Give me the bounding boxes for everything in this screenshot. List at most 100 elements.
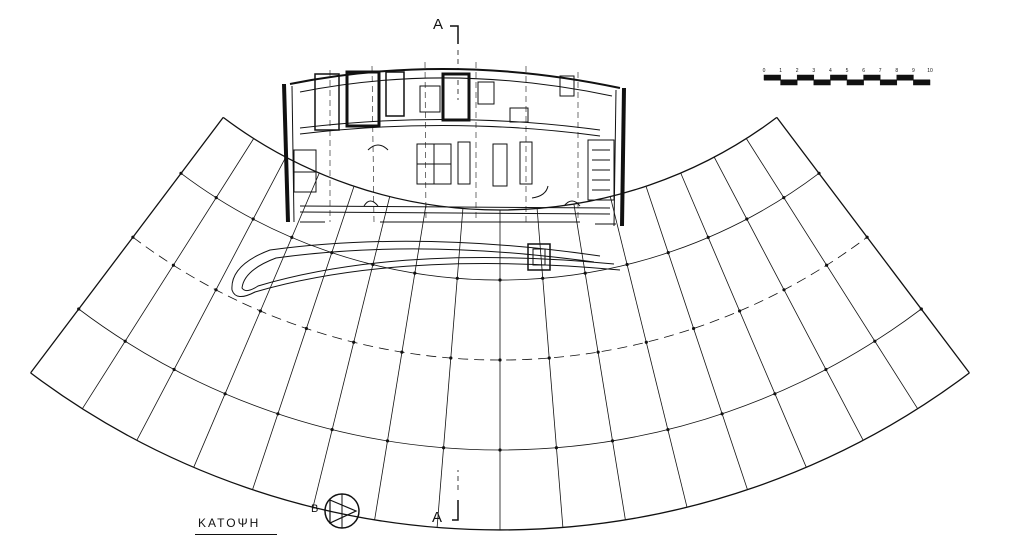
grid-node	[400, 350, 404, 354]
grid-radial	[573, 203, 626, 520]
grid-node	[625, 262, 629, 267]
grid-node	[258, 309, 262, 313]
grid-node	[171, 263, 175, 267]
north-label: B	[311, 503, 320, 515]
title-underline	[195, 534, 277, 535]
grid-node	[692, 326, 696, 331]
scale-tick-label: 3	[812, 68, 815, 74]
grid-node	[773, 392, 777, 396]
grid-node	[123, 339, 127, 343]
grid-node	[541, 276, 545, 280]
grid-radial	[680, 172, 807, 468]
grid-radial	[374, 203, 427, 520]
grid-radial	[312, 196, 391, 508]
grid-radial	[645, 186, 748, 490]
grid-node	[644, 340, 648, 344]
scale-tick-label: 8	[895, 68, 898, 74]
scale-tick-label: 5	[846, 68, 849, 74]
scale-segment	[763, 74, 781, 81]
grid-node	[214, 288, 218, 292]
grid-node	[706, 235, 710, 239]
grid-node	[77, 307, 81, 311]
grid-node	[873, 339, 877, 343]
grid-radial	[193, 172, 320, 468]
grid-node	[330, 428, 334, 432]
scale-segment	[913, 79, 931, 86]
grid-node	[290, 235, 294, 239]
grid-node	[666, 428, 670, 432]
terrace-arc-grid	[30, 116, 970, 531]
scale-segment	[830, 74, 848, 81]
grid-radial	[745, 138, 919, 410]
grid-node	[610, 439, 615, 443]
grid-node	[385, 439, 390, 443]
grid-node	[817, 171, 821, 175]
grid-node	[251, 217, 255, 221]
grid-radial	[81, 138, 255, 410]
section-markers	[450, 25, 459, 521]
scale-tick-label: 0	[763, 68, 766, 74]
grid-node	[554, 446, 559, 450]
grid-node	[720, 412, 724, 416]
grid-node	[172, 367, 176, 372]
grid-node	[455, 276, 459, 280]
grid-node	[449, 356, 453, 360]
grid-node	[825, 263, 829, 267]
scale-tick-label: 9	[912, 68, 915, 74]
grid-radial	[713, 156, 864, 441]
drawing-title: ΚΑΤΟΨΗ	[198, 516, 261, 530]
grid-node	[442, 446, 446, 450]
grid-radial	[436, 208, 464, 528]
grid-node	[413, 271, 417, 275]
scale-segment	[796, 74, 815, 81]
grid-node	[583, 271, 587, 275]
scale-segment	[879, 79, 898, 86]
grid-radial	[136, 156, 287, 441]
grid-node	[782, 196, 786, 200]
grid-node	[498, 278, 502, 282]
grid-column-markers	[77, 171, 923, 452]
grid-node	[782, 288, 786, 292]
grid-node	[666, 251, 670, 255]
grid-node	[304, 326, 308, 331]
scale-segment	[896, 74, 914, 81]
grid-node	[745, 217, 749, 221]
scale-segment	[813, 79, 831, 86]
scale-tick-label: 7	[879, 68, 882, 74]
grid-radial	[30, 117, 224, 374]
grid-radial	[252, 186, 355, 490]
curved-ramp	[231, 240, 621, 297]
grid-arc	[222, 116, 778, 211]
grid-node	[498, 358, 502, 362]
grid-node	[865, 235, 869, 239]
section-marker-bottom: A	[432, 509, 444, 526]
scale-tick-label: 4	[829, 68, 832, 74]
grid-node	[214, 196, 218, 200]
scale-tick-label: 1	[779, 68, 782, 74]
scale-segment	[863, 74, 881, 81]
grid-node	[596, 350, 600, 354]
grid-node	[179, 171, 183, 175]
building-block	[282, 61, 626, 227]
grid-radial	[536, 208, 564, 528]
grid-node	[919, 307, 923, 311]
grid-node	[223, 392, 227, 396]
grid-node	[824, 367, 828, 372]
grid-node	[738, 309, 742, 313]
grid-node	[547, 356, 551, 360]
grid-radial	[776, 117, 970, 374]
scale-tick-label: 2	[796, 68, 799, 74]
scale-tick-label: 10	[927, 68, 933, 74]
grid-radial	[609, 196, 688, 508]
grid-node	[131, 235, 135, 239]
grid-node	[276, 412, 280, 416]
scale-segment	[780, 79, 798, 86]
scale-bar: 0 1 2 3 4 5 6 7 8 9 10	[763, 68, 933, 86]
grid-node	[498, 448, 502, 452]
scale-segment	[846, 79, 864, 86]
north-arrow-icon	[324, 493, 360, 529]
section-marker-top: A	[433, 16, 445, 33]
grid-node	[352, 340, 356, 344]
scale-tick-label: 6	[862, 68, 865, 74]
